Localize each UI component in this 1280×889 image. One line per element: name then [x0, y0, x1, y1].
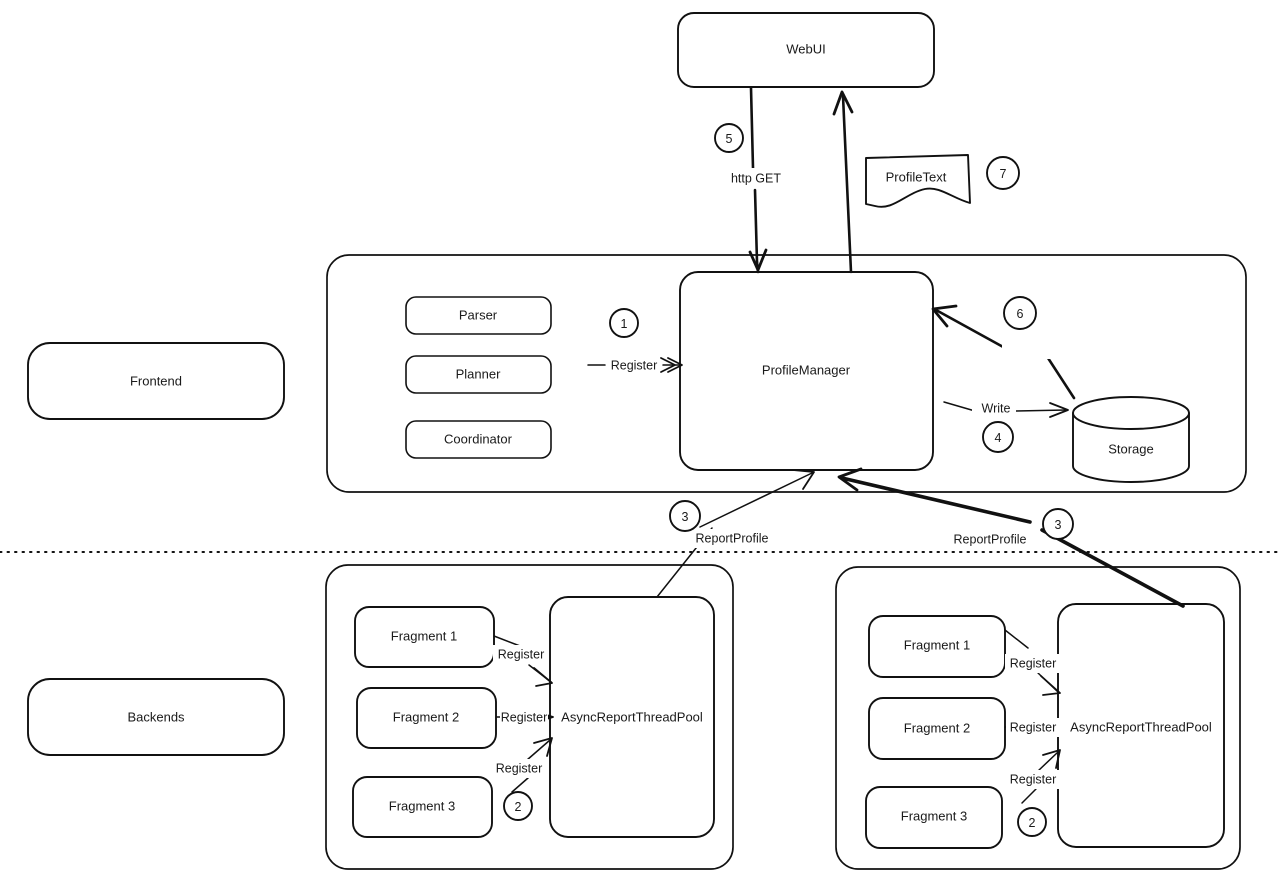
profile-text-node[interactable]: ProfileText [865, 154, 971, 208]
step-badge-4-number: 4 [995, 431, 1002, 445]
backend-right-fragment-3[interactable]: Fragment 3 [865, 786, 1003, 849]
backends-tier-label: Backends [127, 709, 185, 724]
backend-right-pool-label: AsyncReportThreadPool [1070, 719, 1212, 734]
backend-left-fragment-2[interactable]: Fragment 2 [356, 687, 497, 749]
step-badge-5: 5 [714, 123, 744, 153]
register-right-3-label: Register [1010, 772, 1057, 786]
backends-tier-box: Backends [27, 678, 285, 756]
edge-register-right-1: Register [1004, 629, 1061, 696]
backend-left-pool[interactable]: AsyncReportThreadPool [549, 596, 715, 838]
step-badge-5-number: 5 [726, 132, 733, 146]
parser-node[interactable]: Parser [405, 296, 552, 335]
step-badge-1: 1 [609, 308, 639, 338]
step-badge-6: 6 [1003, 296, 1037, 330]
parser-label: Parser [459, 307, 498, 322]
planner-node[interactable]: Planner [405, 355, 552, 394]
coordinator-label: Coordinator [444, 431, 513, 446]
report-right-label: ReportProfile [954, 532, 1027, 546]
step-badge-6-number: 6 [1017, 307, 1024, 321]
coordinator-node[interactable]: Coordinator [405, 420, 552, 459]
step-badge-7-number: 7 [1000, 167, 1007, 181]
step-badge-3-right: 3 [1042, 508, 1074, 540]
edge-register-left-3: Register [491, 737, 553, 793]
storage-label: Storage [1108, 441, 1154, 456]
backend-left-fragment-2-label: Fragment 2 [393, 709, 459, 724]
backend-left-fragment-1-label: Fragment 1 [391, 628, 457, 643]
edge-register-right-3: Register [1005, 749, 1061, 804]
report-left-label: ReportProfile [696, 531, 769, 545]
write-label: Write [982, 401, 1011, 415]
backend-left-fragment-3[interactable]: Fragment 3 [352, 776, 493, 838]
edge-write: Write [943, 400, 1069, 418]
edge-read [931, 304, 1076, 400]
step-badge-4: 4 [982, 421, 1014, 453]
frontend-tier-box: Frontend [27, 342, 285, 420]
step-badge-2-left: 2 [503, 791, 533, 821]
planner-label: Planner [456, 366, 501, 381]
edge-profile-return [832, 90, 854, 274]
step-badge-3-right-number: 3 [1055, 518, 1062, 532]
profile-text-label: ProfileText [886, 169, 947, 184]
step-badge-2-right-number: 2 [1029, 816, 1036, 830]
register-frontend-label: Register [611, 358, 658, 372]
backend-left-fragment-3-label: Fragment 3 [389, 798, 455, 813]
backend-left-fragment-1[interactable]: Fragment 1 [354, 606, 495, 668]
step-badge-2-left-number: 2 [515, 800, 522, 814]
profile-manager-node[interactable]: ProfileManager [679, 271, 934, 471]
frontend-tier-label: Frontend [130, 373, 182, 388]
step-badge-3-left: 3 [669, 500, 701, 532]
step-badge-3-left-number: 3 [682, 510, 689, 524]
edge-register-left-1: Register [493, 635, 553, 687]
webui-label: WebUI [786, 41, 826, 56]
profile-manager-label: ProfileManager [762, 362, 851, 377]
register-left-2-label: Register [501, 710, 548, 724]
backend-right-fragment-1-label: Fragment 1 [904, 637, 970, 652]
step-badge-2-right: 2 [1017, 807, 1047, 837]
backend-right-fragment-3-label: Fragment 3 [901, 808, 967, 823]
step-badge-7: 7 [986, 156, 1020, 190]
webui-node[interactable]: WebUI [677, 12, 935, 88]
step-badge-1-number: 1 [621, 317, 628, 331]
edge-register-frontend: Register [587, 357, 683, 373]
register-left-1-label: Register [498, 647, 545, 661]
backend-left-pool-label: AsyncReportThreadPool [561, 709, 703, 724]
storage-node[interactable]: Storage [1072, 396, 1190, 483]
backend-right-fragment-2-label: Fragment 2 [904, 720, 970, 735]
backend-right-fragment-2[interactable]: Fragment 2 [868, 697, 1006, 760]
edge-register-left-2: Register [495, 708, 554, 727]
edge-report-left: ReportProfile [656, 469, 815, 598]
http-get-label: http GET [731, 171, 781, 185]
register-right-2-label: Register [1010, 720, 1057, 734]
edge-report-right: ReportProfile [837, 467, 1185, 608]
register-left-3-label: Register [496, 761, 543, 775]
edge-http-get: http GET [722, 86, 790, 274]
backend-right-pool[interactable]: AsyncReportThreadPool [1057, 603, 1225, 848]
backend-right-fragment-1[interactable]: Fragment 1 [868, 615, 1006, 678]
edge-register-right-2: Register [1004, 718, 1060, 737]
register-right-1-label: Register [1010, 656, 1057, 670]
